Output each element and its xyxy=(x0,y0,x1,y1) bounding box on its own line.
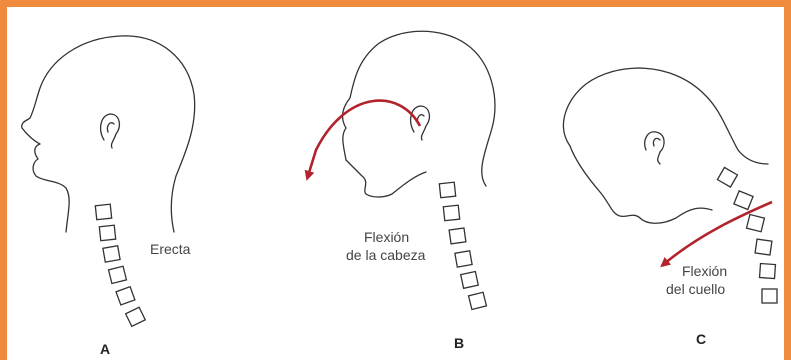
vertebra xyxy=(747,215,765,232)
vertebra xyxy=(99,225,115,240)
vertebra xyxy=(126,307,146,326)
label-a-line-1: Erecta xyxy=(150,241,191,257)
panel-letter-c: C xyxy=(696,331,706,347)
vertebra xyxy=(734,191,753,210)
spine-b xyxy=(439,182,486,309)
label-b-line-1: Flexión xyxy=(364,229,409,245)
vertebra xyxy=(116,287,135,305)
face-c-outline xyxy=(570,146,712,223)
vertebra xyxy=(755,239,772,255)
head-a-outline xyxy=(22,36,195,232)
vertebra xyxy=(109,266,127,283)
panel-a: Erecta A xyxy=(22,36,195,357)
panel-letter-a: A xyxy=(100,341,110,357)
panel-b: Flexión de la cabeza B xyxy=(308,31,495,351)
flexion-arrow-c xyxy=(664,202,772,264)
vertebra xyxy=(443,205,459,220)
ear-b-icon xyxy=(411,106,430,140)
vertebra xyxy=(95,204,111,219)
vertebra xyxy=(760,264,776,279)
ear-c-icon xyxy=(645,132,664,164)
label-b-line-2: de la cabeza xyxy=(346,247,426,263)
spine-a xyxy=(95,204,145,326)
label-c-line-2: del cuello xyxy=(666,281,725,297)
face-b-outline xyxy=(346,160,426,197)
label-c-line-1: Flexión xyxy=(682,263,727,279)
vertebra xyxy=(762,289,777,303)
ear-a-icon xyxy=(101,114,120,148)
vertebra xyxy=(103,246,120,262)
vertebra xyxy=(455,251,472,267)
spine-c xyxy=(717,167,777,303)
panel-letter-b: B xyxy=(454,335,464,351)
vertebra xyxy=(461,271,479,288)
panel-c: Flexión del cuello C xyxy=(563,68,777,347)
vertebra xyxy=(449,228,466,244)
flexion-arrow-b xyxy=(308,101,420,176)
vertebra xyxy=(717,167,737,187)
vertebra xyxy=(439,182,455,197)
head-b-outline xyxy=(343,31,495,186)
vertebra xyxy=(469,292,487,309)
head-c-outline xyxy=(563,68,768,164)
